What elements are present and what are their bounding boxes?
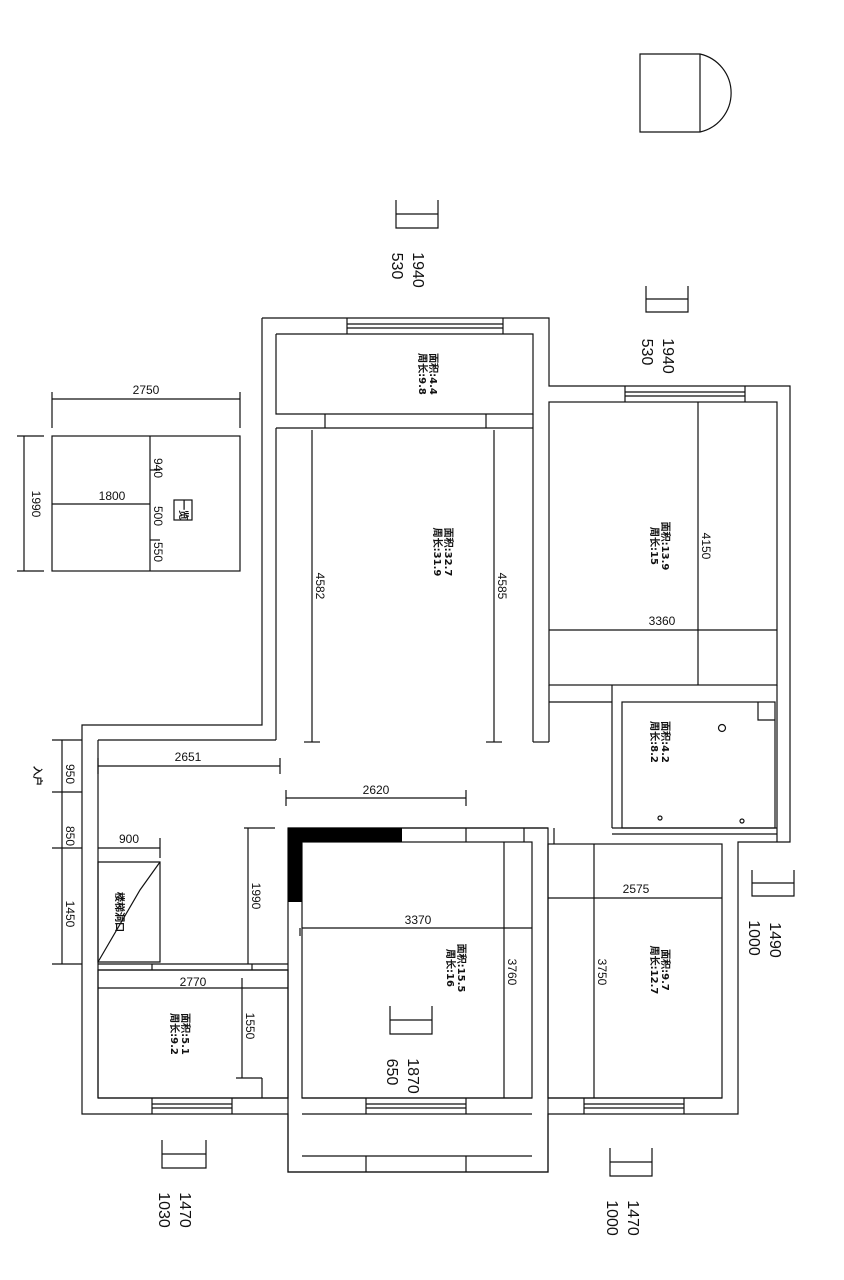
window-tag-2: 1940 530 — [638, 338, 676, 374]
svg-text:周长:16: 周长:16 — [444, 949, 457, 987]
svg-text:面积:13.9: 面积:13.9 — [659, 522, 672, 571]
annex-tag-label: 一览 — [177, 500, 190, 520]
room-label-bedroom-2: 面积:15.5 周长:16 — [444, 944, 468, 993]
dim-annex-1800: 1800 — [99, 489, 126, 503]
svg-text:1000: 1000 — [603, 1200, 620, 1236]
dim-bath-height: 1550 — [243, 1013, 257, 1040]
door-symbol — [639, 53, 732, 133]
window-tag-5: 1470 1030 — [155, 1192, 193, 1228]
left-dimension-chain — [52, 739, 82, 965]
room-label-top: 面积:4.4 周长:9.8 — [416, 353, 440, 395]
dim-left-950: 950 — [63, 764, 77, 784]
window-tag-6: 1470 1000 — [603, 1200, 641, 1236]
dim-living-left: 4582 — [313, 573, 327, 600]
svg-text:周长:31.9: 周长:31.9 — [431, 528, 444, 577]
window-tag-3: 1490 1000 — [745, 920, 783, 958]
svg-text:周长:8.2: 周长:8.2 — [648, 721, 661, 763]
structural-column — [288, 828, 402, 842]
stair-opening-label: 楼梯洞口 — [113, 892, 126, 932]
dim-bed2-width: 3370 — [405, 913, 432, 927]
bedroom-1 — [548, 386, 778, 842]
dim-hall-2651: 2651 — [175, 750, 202, 764]
dim-bed2-height: 3760 — [505, 959, 519, 986]
dim-annex-width: 2750 — [133, 383, 160, 397]
bathroom-left — [97, 969, 289, 1114]
dim-bath-width: 2770 — [180, 975, 207, 989]
dim-annex-940: 940 — [151, 458, 165, 478]
svg-text:1940: 1940 — [409, 252, 426, 288]
dim-living-right: 4585 — [495, 573, 509, 600]
svg-text:面积:5.1: 面积:5.1 — [179, 1013, 192, 1055]
svg-text:面积:4.4: 面积:4.4 — [427, 353, 440, 395]
window-tag-brackets — [161, 200, 795, 1177]
dim-hall-2620: 2620 — [363, 783, 390, 797]
dim-bed1-height: 4150 — [699, 533, 713, 560]
svg-text:1030: 1030 — [155, 1192, 172, 1228]
svg-text:周长:12.7: 周长:12.7 — [648, 946, 661, 995]
svg-text:周长:9.8: 周长:9.8 — [416, 353, 429, 395]
dim-bed3-height: 3750 — [595, 959, 609, 986]
bedroom-2 — [287, 827, 549, 1173]
annex-room — [17, 392, 241, 572]
dim-hall-1990: 1990 — [249, 883, 263, 910]
room-label-bathroom-right: 面积:4.2 周长:8.2 — [648, 721, 672, 763]
svg-text:面积:32.7: 面积:32.7 — [442, 528, 455, 577]
window-tag-4: 1870 650 — [383, 1058, 421, 1094]
room-label-bathroom-left: 面积:5.1 周长:9.2 — [168, 1013, 192, 1055]
room-label-bedroom-3: 面积:9.7 周长:12.7 — [648, 946, 672, 995]
svg-text:530: 530 — [638, 339, 655, 366]
dim-annex-height: 1990 — [29, 491, 43, 518]
window-tag-1: 1940 530 — [388, 252, 426, 288]
svg-text:面积:4.2: 面积:4.2 — [659, 721, 672, 763]
svg-text:1000: 1000 — [745, 920, 762, 956]
svg-text:530: 530 — [388, 253, 405, 280]
living-room — [276, 414, 533, 743]
top-room-window — [346, 318, 504, 334]
svg-text:1870: 1870 — [404, 1058, 421, 1094]
structural-column-side — [288, 828, 302, 902]
dim-stair-900: 900 — [119, 832, 139, 846]
room-label-bedroom-1: 面积:13.9 周长:15 — [648, 522, 672, 571]
svg-text:周长:9.2: 周长:9.2 — [168, 1013, 181, 1055]
hallway — [97, 758, 467, 971]
svg-text:650: 650 — [383, 1059, 400, 1086]
svg-text:1470: 1470 — [624, 1200, 641, 1236]
bathroom-right — [612, 701, 777, 835]
dim-bed1-width: 3360 — [649, 614, 676, 628]
svg-text:1490: 1490 — [766, 922, 783, 958]
dim-bed3-width: 2575 — [623, 882, 650, 896]
svg-text:1470: 1470 — [176, 1192, 193, 1228]
entrance-label: 入户 — [31, 766, 44, 786]
svg-text:面积:15.5: 面积:15.5 — [455, 944, 468, 993]
room-label-living: 面积:32.7 周长:31.9 — [431, 528, 455, 577]
svg-text:1940: 1940 — [659, 338, 676, 374]
dim-left-1450: 1450 — [63, 901, 77, 928]
svg-text:面积:9.7: 面积:9.7 — [659, 949, 672, 991]
dim-annex-550: 550 — [151, 542, 165, 562]
dim-annex-500: 500 — [151, 506, 165, 526]
bedroom-3 — [547, 828, 723, 1114]
svg-text:周长:15: 周长:15 — [648, 527, 661, 565]
dim-left-850: 850 — [63, 826, 77, 846]
